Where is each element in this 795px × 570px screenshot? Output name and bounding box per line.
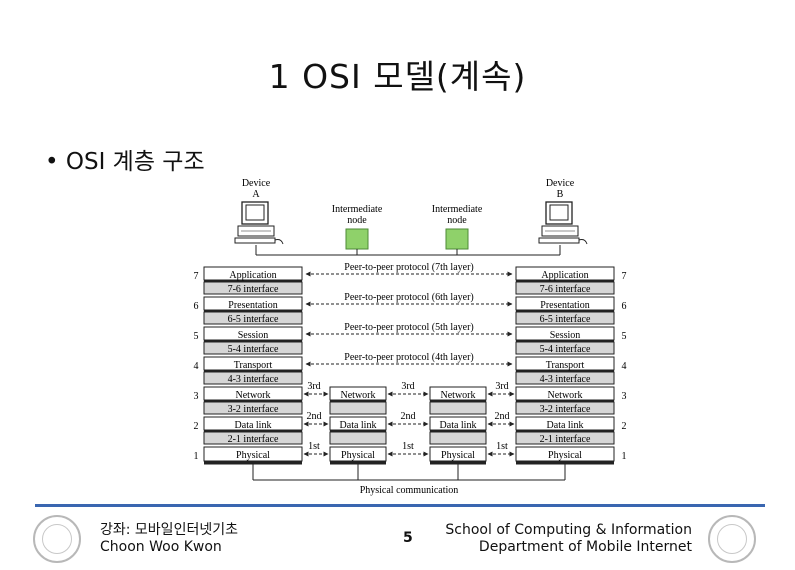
interface-label: 7-6 interface bbox=[228, 284, 279, 295]
peer-protocol-label: Peer-to-peer protocol (4th layer) bbox=[344, 352, 473, 363]
layer-box: Data link bbox=[235, 420, 272, 431]
slide-title: 1 OSI 모델(계속) bbox=[268, 57, 527, 96]
interface-label: 4-3 interface bbox=[228, 374, 279, 385]
layer-box: Network bbox=[548, 390, 583, 401]
layer-number: 5 bbox=[622, 331, 627, 342]
layer-box: Network bbox=[236, 390, 271, 401]
interface-label: 4-3 interface bbox=[540, 374, 591, 385]
footer-author: Choon Woo Kwon bbox=[100, 539, 222, 555]
hop-label: 2nd bbox=[495, 411, 510, 422]
layer-number: 7 bbox=[622, 271, 627, 282]
osi-diagram: Device A Device B Intermediate node Inte… bbox=[194, 178, 627, 496]
layer-number: 3 bbox=[194, 391, 199, 402]
peer-protocol-label: Peer-to-peer protocol (7th layer) bbox=[344, 262, 473, 273]
layer-number: 4 bbox=[194, 361, 199, 372]
intermediate-node-1-label-1: Intermediate bbox=[332, 204, 383, 215]
hop-label: 3rd bbox=[495, 381, 508, 392]
interface-label: 5-4 interface bbox=[540, 344, 591, 355]
bullet-text: • OSI 계층 구조 bbox=[45, 149, 205, 175]
layer-box: Physical bbox=[341, 450, 375, 461]
device-a-stack: Application 7-6 interface Presentation 6… bbox=[203, 266, 303, 465]
intermediate-node-2-icon bbox=[445, 228, 469, 250]
page-number: 5 bbox=[403, 530, 413, 546]
intermediate-node-2-label-2: node bbox=[447, 215, 467, 226]
layer-number: 2 bbox=[622, 421, 627, 432]
interface-label: 6-5 interface bbox=[228, 314, 279, 325]
layer-number: 4 bbox=[622, 361, 627, 372]
layer-number: 5 bbox=[194, 331, 199, 342]
interface-label: 7-6 interface bbox=[540, 284, 591, 295]
footer-department: Department of Mobile Internet bbox=[478, 539, 692, 555]
layer-number: 3 bbox=[622, 391, 627, 402]
layer-box: Application bbox=[541, 270, 588, 281]
layer-box: Presentation bbox=[540, 300, 589, 311]
hop-label: 1st bbox=[402, 441, 414, 452]
hop-label: 2nd bbox=[401, 411, 416, 422]
computer-icon bbox=[234, 201, 284, 245]
layer-box: Data link bbox=[440, 420, 477, 431]
device-a-label-1: Device bbox=[242, 178, 271, 189]
layer-number: 7 bbox=[194, 271, 199, 282]
layer-box: Transport bbox=[546, 360, 585, 371]
device-b-stack: Application 7-6 interface Presentation 6… bbox=[515, 266, 615, 465]
hop-label: 1st bbox=[496, 441, 508, 452]
layer-box: Physical bbox=[441, 450, 475, 461]
layer-number: 1 bbox=[622, 451, 627, 462]
layer-box: Network bbox=[441, 390, 476, 401]
layer-box: Data link bbox=[547, 420, 584, 431]
layer-box: Network bbox=[341, 390, 376, 401]
intermediate-node-1-icon bbox=[345, 228, 369, 250]
interface-label: 6-5 interface bbox=[540, 314, 591, 325]
interface-label: 3-2 interface bbox=[228, 404, 279, 415]
interface-label: 2-1 interface bbox=[228, 434, 279, 445]
layer-box: Session bbox=[238, 330, 269, 341]
layer-number: 2 bbox=[194, 421, 199, 432]
footer-school: School of Computing & Information bbox=[445, 522, 692, 538]
intermediate-node-2-label-1: Intermediate bbox=[432, 204, 483, 215]
layer-number: 1 bbox=[194, 451, 199, 462]
physical-communication-link bbox=[252, 464, 566, 481]
footer-divider bbox=[35, 504, 765, 507]
layer-box: Application bbox=[229, 270, 276, 281]
hop-label: 2nd bbox=[307, 411, 322, 422]
layer-box: Physical bbox=[236, 450, 270, 461]
device-b-label-1: Device bbox=[546, 178, 575, 189]
interface-label: 5-4 interface bbox=[228, 344, 279, 355]
university-seal-icon bbox=[33, 515, 81, 563]
intermediate-stack-1: Network Data link Physical bbox=[329, 386, 387, 465]
layer-box: Presentation bbox=[228, 300, 277, 311]
hop-label: 3rd bbox=[401, 381, 414, 392]
hop-label: 1st bbox=[308, 441, 320, 452]
layer-box: Physical bbox=[548, 450, 582, 461]
peer-protocol-arrows: Peer-to-peer protocol (7th layer) Peer-t… bbox=[305, 262, 513, 367]
intermediate-node-1-label-2: node bbox=[347, 215, 367, 226]
footer-course-label: 강좌: 모바일인터넷기초 bbox=[100, 522, 238, 538]
peer-protocol-label: Peer-to-peer protocol (5th layer) bbox=[344, 322, 473, 333]
intermediate-stack-2: Network Data link Physical bbox=[429, 386, 487, 465]
peer-protocol-label: Peer-to-peer protocol (6th layer) bbox=[344, 292, 473, 303]
physical-communication-label: Physical communication bbox=[360, 485, 459, 496]
layer-box: Data link bbox=[340, 420, 377, 431]
interface-label: 2-1 interface bbox=[540, 434, 591, 445]
hop-label: 3rd bbox=[307, 381, 320, 392]
device-b-label-2: B bbox=[557, 189, 564, 200]
layer-number: 6 bbox=[194, 301, 199, 312]
layer-box: Session bbox=[550, 330, 581, 341]
university-seal-icon bbox=[708, 515, 756, 563]
layer-box: Transport bbox=[234, 360, 273, 371]
layer-number: 6 bbox=[622, 301, 627, 312]
hop-arrows: 3rd 3rd 3rd 2nd 2nd 2nd 1st 1st 1st bbox=[303, 381, 515, 457]
computer-icon bbox=[538, 201, 588, 245]
interface-label: 3-2 interface bbox=[540, 404, 591, 415]
device-a-label-2: A bbox=[252, 189, 260, 200]
